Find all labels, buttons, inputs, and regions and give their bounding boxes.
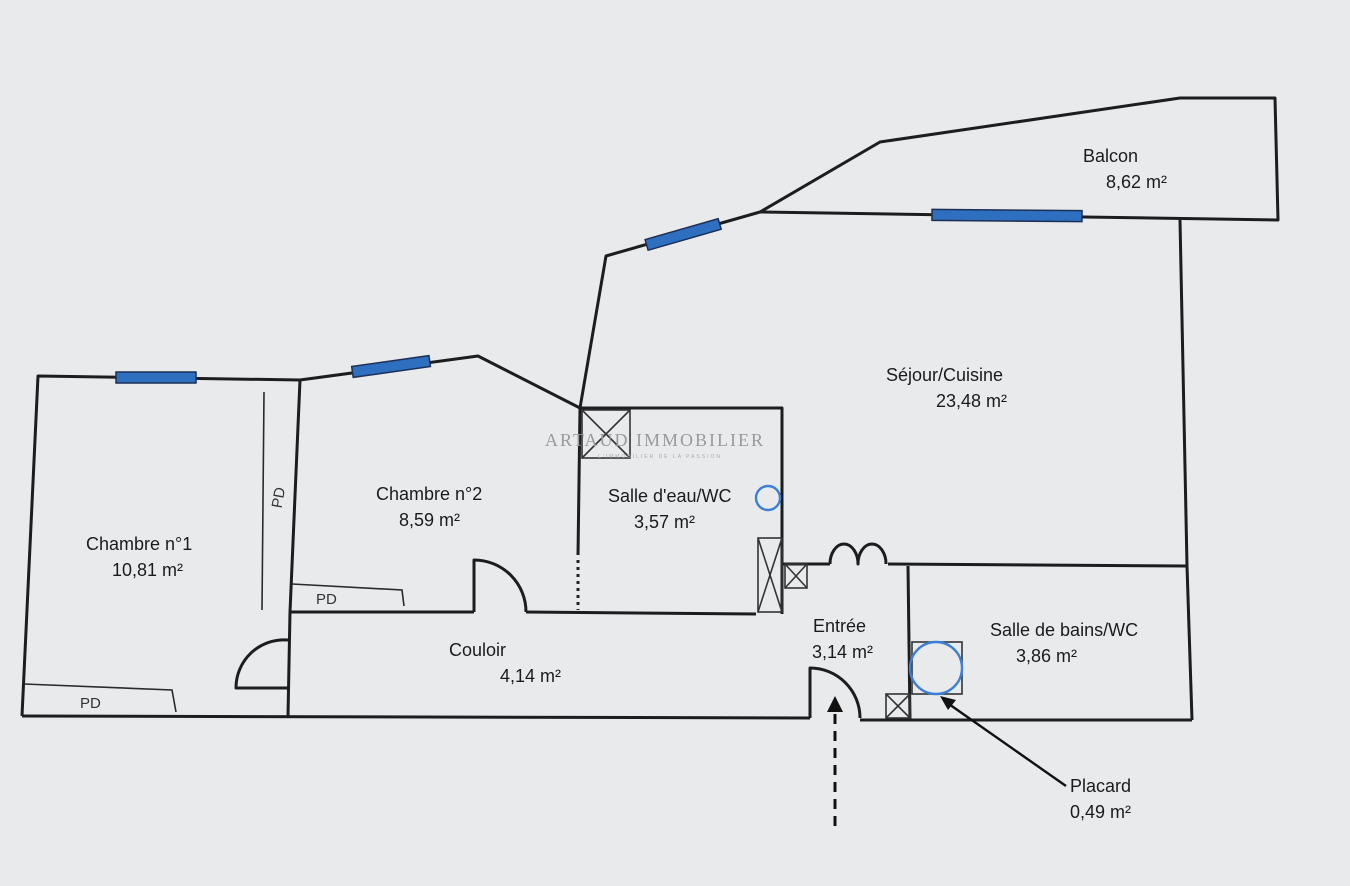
label-balcon: Balcon [1083, 146, 1138, 166]
area-couloir: 4,14 m² [500, 666, 561, 686]
watermark-sub: L'IMMOBILIER DE LA PASSION [598, 454, 722, 460]
label-chambre1: Chambre n°1 [86, 534, 192, 554]
area-entree: 3,14 m² [812, 642, 873, 662]
window-chambre1 [115, 371, 197, 384]
closet-mark-chambre1: PD [80, 695, 101, 712]
area-salle-eau: 3,57 m² [634, 512, 695, 532]
closet-mark-vertical: PD [269, 486, 289, 510]
label-couloir: Couloir [449, 640, 506, 660]
window-sejour-balcon [931, 208, 1083, 223]
area-chambre1: 10,81 m² [112, 560, 183, 580]
label-salle-bains: Salle de bains/WC [990, 620, 1138, 640]
label-sejour: Séjour/Cuisine [886, 365, 1003, 385]
closets [23, 391, 405, 713]
area-chambre2: 8,59 m² [399, 510, 460, 530]
walls [20, 96, 1280, 722]
drain-circle [754, 484, 782, 512]
label-salle-eau: Salle d'eau/WC [608, 486, 732, 506]
entry-arrow [827, 696, 843, 826]
area-sejour: 23,48 m² [936, 391, 1007, 411]
window-chambre2 [350, 354, 432, 379]
label-entree: Entrée [813, 616, 866, 636]
boiler-circle [908, 640, 964, 696]
placard-leader [940, 696, 1067, 787]
fixtures [581, 409, 964, 719]
window-sejour-left [644, 217, 723, 252]
area-balcon: 8,62 m² [1106, 172, 1167, 192]
area-salle-bains: 3,86 m² [1016, 646, 1077, 666]
doors [234, 542, 888, 719]
closet-mark-chambre2: PD [316, 591, 337, 608]
label-chambre2: Chambre n°2 [376, 484, 482, 504]
windows [115, 208, 1083, 384]
label-placard: Placard [1070, 776, 1131, 796]
watermark: ARTAUD IMMOBILIER [545, 430, 765, 450]
area-placard: 0,49 m² [1070, 802, 1131, 822]
